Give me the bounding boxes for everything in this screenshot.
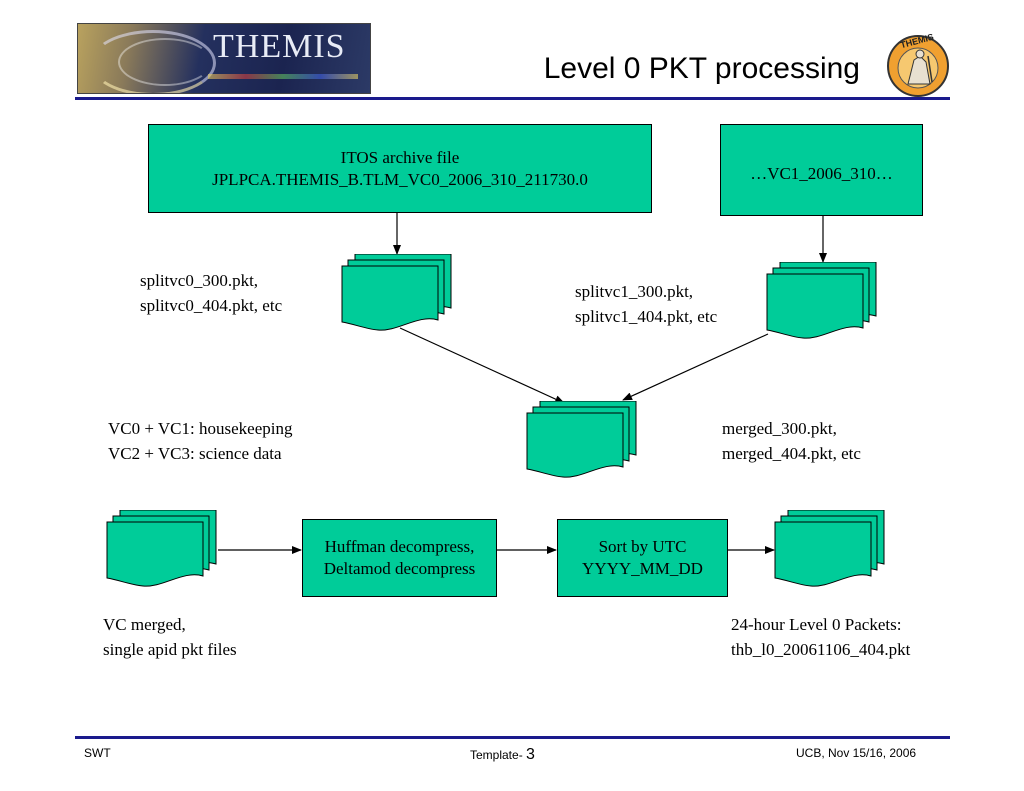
- themis-seal-icon: [887, 35, 949, 97]
- deltamod-line: Deltamod decompress: [323, 559, 476, 578]
- vc-merged-label: VC merged, single apid pkt files: [103, 615, 237, 659]
- itos-archive-title: ITOS archive file: [340, 148, 460, 167]
- arrow-splitvc1-to-merged: [622, 333, 769, 401]
- splitvc0-label: splitvc0_300.pkt, splitvc0_404.pkt, etc: [140, 271, 283, 315]
- footer-divider: [75, 736, 950, 739]
- vc-merged-files-icon: [106, 510, 217, 587]
- page-number: 3: [526, 746, 535, 763]
- splitvc1-files-icon: [766, 262, 877, 339]
- huffman-line: Huffman decompress,: [324, 537, 475, 556]
- footer-template-label: Template-: [470, 748, 527, 762]
- field-line-icon: [118, 38, 212, 86]
- vc1-archive-label: …VC1_2006_310…: [750, 164, 893, 183]
- itos-archive-filename: JPLPCA.THEMIS_B.TLM_VC0_2006_310_211730.…: [212, 170, 588, 189]
- itos-archive-box: ITOS archive file JPLPCA.THEMIS_B.TLM_VC…: [148, 124, 652, 213]
- level0-packets-label: 24-hour Level 0 Packets: thb_l0_20061106…: [731, 615, 911, 659]
- date-format-line: YYYY_MM_DD: [582, 559, 703, 578]
- magnetosphere-swirl-icon: [90, 30, 216, 93]
- level0-files-icon: [774, 510, 885, 587]
- sort-by-utc-box: Sort by UTC YYYY_MM_DD: [557, 519, 728, 597]
- splitvc1-label: splitvc1_300.pkt, splitvc1_404.pkt, etc: [575, 282, 718, 326]
- footer-left: SWT: [84, 746, 111, 760]
- logo-text: THEMIS: [213, 28, 346, 65]
- arrow-splitvc0-to-merged: [399, 327, 565, 404]
- footer-right: UCB, Nov 15/16, 2006: [796, 746, 917, 760]
- page-title: Level 0 PKT processing: [543, 52, 860, 85]
- splitvc0-files-icon: [341, 254, 452, 331]
- huffman-decompress-box: Huffman decompress, Deltamod decompress: [302, 519, 497, 597]
- themis-logo: THEMIS: [77, 23, 371, 94]
- merged-files-icon: [526, 401, 637, 478]
- vc-channel-note: VC0 + VC1: housekeeping VC2 + VC3: scien…: [108, 419, 293, 463]
- satellite-strip-icon: [208, 74, 358, 79]
- sort-line: Sort by UTC: [598, 537, 687, 556]
- vc1-archive-box: …VC1_2006_310…: [720, 124, 923, 216]
- merged-label: merged_300.pkt, merged_404.pkt, etc: [722, 419, 861, 463]
- footer-center: Template- 3: [470, 746, 535, 764]
- header-divider: [75, 97, 950, 100]
